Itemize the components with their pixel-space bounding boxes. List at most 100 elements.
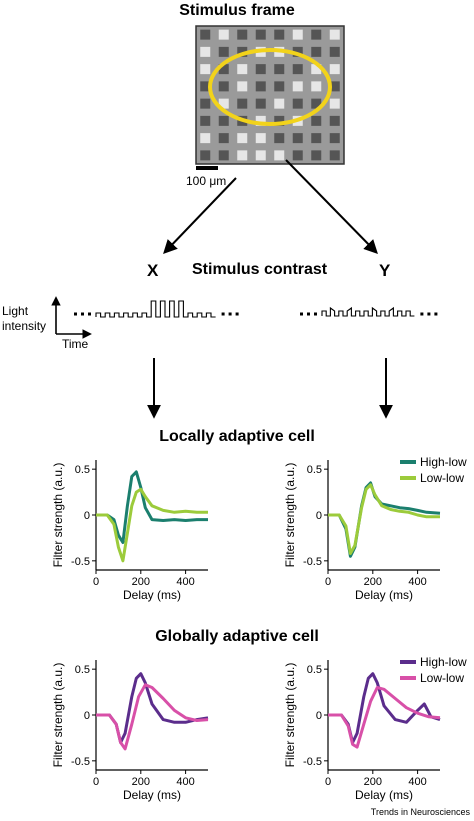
stimulus-square xyxy=(274,81,285,92)
trace-ellipsis xyxy=(74,312,77,316)
time-label: Time xyxy=(62,337,89,351)
x-tick-label: 0 xyxy=(93,576,99,588)
stimulus-square xyxy=(311,98,322,109)
stimulus-frame-title: Stimulus frame xyxy=(179,2,295,19)
stimulus-square xyxy=(200,150,211,161)
legend-label: High-low xyxy=(420,655,467,669)
x-tick-label: 200 xyxy=(132,576,150,588)
trace-ellipsis xyxy=(314,312,317,316)
stimulus-square xyxy=(311,29,322,40)
stimulus-square xyxy=(218,81,229,92)
stimulus-square xyxy=(255,115,266,126)
light-intensity-label: Light intensity xyxy=(2,304,47,333)
x-tick-label: 400 xyxy=(408,776,426,788)
stimulus-square xyxy=(274,115,285,126)
stimulus-square xyxy=(237,150,248,161)
legend-label: High-low xyxy=(420,455,467,469)
stimulus-square xyxy=(329,29,340,40)
y-axis-label: Filter strength (a.u.) xyxy=(283,663,297,768)
y-tick-label: 0.5 xyxy=(75,464,90,476)
trace-ellipsis xyxy=(434,312,438,316)
stimulus-square xyxy=(292,133,303,144)
y-tick-label: -0.5 xyxy=(71,556,90,568)
x-tick-label: 400 xyxy=(408,576,426,588)
contrast-trace-y-line xyxy=(321,306,415,317)
contrast-trace-y xyxy=(300,306,438,317)
series-line-1 xyxy=(96,487,208,563)
stimulus-square xyxy=(200,133,211,144)
x-axis-label: Delay (ms) xyxy=(355,588,413,602)
stimulus-square xyxy=(200,81,211,92)
stimulus-square xyxy=(237,64,248,75)
stimulus-contrast-title: Stimulus contrast xyxy=(192,261,328,278)
y-axis-label: Filter strength (a.u.) xyxy=(51,663,65,768)
series-line-0 xyxy=(96,470,208,544)
trace-ellipsis xyxy=(427,312,431,316)
series-line-1 xyxy=(96,683,209,751)
x-tick-label: 0 xyxy=(325,576,331,588)
stimulus-square xyxy=(292,150,303,161)
stimulus-square xyxy=(329,98,340,109)
scale-bar xyxy=(196,166,218,170)
trace-ellipsis xyxy=(307,312,310,316)
y-tick-label: 0 xyxy=(84,710,90,722)
stimulus-square xyxy=(329,46,340,57)
stimulus-square xyxy=(329,81,340,92)
x-axis-label: Delay (ms) xyxy=(355,788,413,802)
stimulus-square xyxy=(218,150,229,161)
stimulus-square xyxy=(329,133,340,144)
stimulus-square xyxy=(218,29,229,40)
stimulus-square xyxy=(274,64,285,75)
stimulus-square xyxy=(292,29,303,40)
x-tick-label: 0 xyxy=(93,776,99,788)
trace-ellipsis xyxy=(228,312,232,316)
stimulus-square xyxy=(292,46,303,57)
y-tick-label: -0.5 xyxy=(303,556,322,568)
stimulus-square xyxy=(329,150,340,161)
y-tick-label: 0.5 xyxy=(307,464,322,476)
stimulus-square xyxy=(237,133,248,144)
legend-label: Low-low xyxy=(420,471,464,485)
stimulus-square xyxy=(311,64,322,75)
stimulus-square xyxy=(218,98,229,109)
section-title-local: Locally adaptive cell xyxy=(159,428,315,445)
y-tick-label: 0 xyxy=(316,710,322,722)
x-tick-label: 200 xyxy=(364,576,382,588)
stimulus-square xyxy=(237,46,248,57)
contrast-trace-x-line xyxy=(95,300,216,318)
stimulus-square xyxy=(200,64,211,75)
series-line-0 xyxy=(96,672,209,744)
stimulus-square xyxy=(311,46,322,57)
y-tick-label: 0 xyxy=(84,510,90,522)
stimulus-square xyxy=(255,29,266,40)
journal-credit: Trends in Neurosciences xyxy=(370,807,470,817)
stimulus-square xyxy=(218,46,229,57)
stimulus-square xyxy=(292,98,303,109)
label-x: X xyxy=(147,261,159,280)
trace-ellipsis xyxy=(300,312,303,316)
stimulus-square xyxy=(218,64,229,75)
intensity-time-axes xyxy=(51,296,92,339)
stimulus-frame xyxy=(195,25,345,165)
y-axis-label: Filter strength (a.u.) xyxy=(283,463,297,568)
trace-ellipsis xyxy=(221,312,225,316)
y-tick-label: 0 xyxy=(316,510,322,522)
y-axis-label: Filter strength (a.u.) xyxy=(51,463,65,568)
y-tick-label: -0.5 xyxy=(71,756,90,768)
stimulus-square xyxy=(200,46,211,57)
stimulus-square xyxy=(237,29,248,40)
stimulus-square xyxy=(255,133,266,144)
stimulus-square xyxy=(292,81,303,92)
section-title-global: Globally adaptive cell xyxy=(155,628,319,645)
stimulus-square xyxy=(255,81,266,92)
stimulus-square xyxy=(255,64,266,75)
trace-ellipsis xyxy=(235,312,239,316)
stimulus-square xyxy=(200,115,211,126)
y-tick-label: -0.5 xyxy=(303,756,322,768)
x-tick-label: 0 xyxy=(325,776,331,788)
